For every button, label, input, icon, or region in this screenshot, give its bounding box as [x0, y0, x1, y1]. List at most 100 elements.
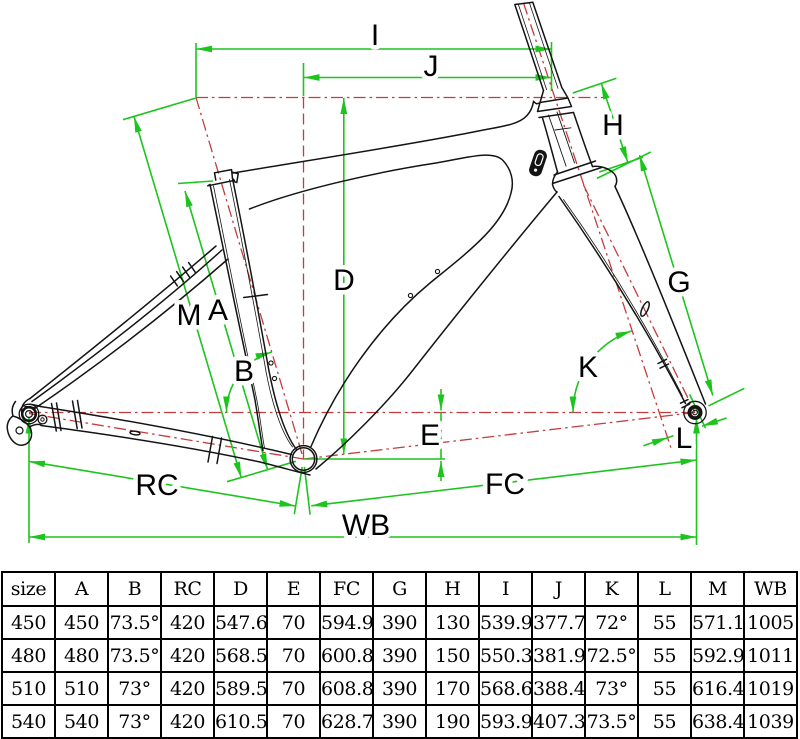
- down-tube-boss-2: [434, 268, 441, 275]
- chainstay-upper-edge: [39, 405, 293, 456]
- chainstay-brake-panel: [50, 399, 83, 432]
- ext-a-top: [177, 180, 214, 185]
- front-axle-ring: [687, 404, 703, 420]
- col-header-g: G: [372, 571, 427, 607]
- dim-label-G: G: [667, 266, 690, 299]
- dim-label-B: B: [234, 355, 254, 388]
- derailleur-hanger: [6, 400, 42, 446]
- table-cell: 170: [425, 671, 480, 706]
- table-cell: 70: [266, 638, 321, 673]
- head-tube-left-edge: [541, 117, 559, 173]
- front-axle-inner: [692, 409, 698, 416]
- seatstay-ticks: [169, 261, 197, 287]
- table-cell: 608.8: [319, 671, 374, 706]
- ext-rc-bb: [293, 466, 303, 515]
- table-cell: 55: [637, 638, 692, 673]
- table-cell: 540: [1, 704, 56, 739]
- seat-collar: [207, 168, 236, 187]
- col-header-m: M: [690, 571, 745, 607]
- dim-label-K: K: [578, 351, 598, 384]
- table-cell: 390: [372, 605, 427, 640]
- table-cell: 55: [637, 605, 692, 640]
- fork-slot: [640, 301, 650, 317]
- cable-port: [529, 149, 547, 177]
- table-cell: 72.5°: [584, 638, 639, 673]
- steerer-in-head-right: [556, 111, 575, 164]
- seat-tube-joint-line: [242, 293, 269, 299]
- top-tube-lower-edge: [248, 154, 514, 448]
- table-cell: 73°: [107, 671, 162, 706]
- table-cell: 388.4: [531, 671, 586, 706]
- rear-dropout-body: [20, 397, 42, 413]
- bb-front-axle-line: [303, 411, 696, 460]
- frame-geometry-diagram: I J H G D A M B K E L RC FC WB: [6, 1, 745, 547]
- bb-shell-outer: [289, 444, 318, 474]
- table-cell: 73°: [584, 671, 639, 706]
- table-cell: 592.9: [690, 638, 745, 673]
- table-cell: 589.5: [213, 671, 268, 706]
- col-header-b: B: [107, 571, 162, 607]
- seatstay-near-upper: [31, 249, 223, 403]
- dimension-labels: I J H G D A M B K E L RC FC WB: [131, 15, 697, 547]
- dim-label-L: L: [676, 422, 693, 455]
- dim-label-FC: FC: [485, 468, 525, 501]
- table-cell: 420: [160, 704, 215, 739]
- table-cell: 390: [372, 638, 427, 673]
- table-cell: 55: [637, 704, 692, 739]
- bb-shell-inner: [291, 447, 316, 471]
- col-header-fc: FC: [319, 571, 374, 607]
- table-cell: 407.3: [531, 704, 586, 739]
- frame-drawing: [6, 1, 707, 476]
- seat-clamp-tab: [231, 171, 240, 184]
- chainstay-lower-edge: [40, 424, 311, 476]
- headset-spacer-lines: [536, 86, 574, 119]
- table-cell: 638.4: [690, 704, 745, 739]
- col-header-wb: WB: [743, 571, 798, 607]
- table-cell: 594.9: [319, 605, 374, 640]
- dimension-lines: [25, 42, 745, 545]
- col-header-l: L: [637, 571, 692, 607]
- fork-trailing-edge: [614, 185, 707, 405]
- table-cell: 381.9: [531, 638, 586, 673]
- table-cell: 540: [54, 704, 109, 739]
- table-cell: 70: [266, 671, 321, 706]
- top-tube-upper-edge: [232, 100, 541, 174]
- table-cell: 390: [372, 704, 427, 739]
- table-cell: 70: [266, 704, 321, 739]
- fork-ticks: [657, 358, 691, 409]
- down-tube-lower-edge: [315, 191, 558, 470]
- table-cell: 1011: [743, 638, 798, 673]
- seat-tube-left-edge: [209, 183, 264, 452]
- dim-label-D: D: [333, 264, 355, 297]
- table-cell: 377.7: [531, 605, 586, 640]
- fork-crown: [551, 160, 618, 193]
- dim-label-A: A: [208, 294, 228, 327]
- down-tube-boss-1: [407, 292, 414, 299]
- steerer-in-head-left: [548, 114, 567, 167]
- seat-tube-inner-left: [213, 185, 265, 449]
- col-header-h: H: [425, 571, 480, 607]
- table-cell: 73.5°: [107, 638, 162, 673]
- table-cell: 73.5°: [107, 605, 162, 640]
- seat-tube-axis: [195, 97, 305, 460]
- table-cell: 190: [425, 704, 480, 739]
- col-header-rc: RC: [160, 571, 215, 607]
- ext-g-bottom: [708, 387, 745, 407]
- hanger-hole: [15, 426, 24, 435]
- ext-fc-bb: [303, 466, 311, 515]
- table-cell: 568.6: [478, 671, 533, 706]
- rear-axle-inner: [25, 410, 34, 419]
- seatstay-near-lower: [34, 258, 229, 409]
- table-cell: 150: [425, 638, 480, 673]
- table-cell: 70: [266, 605, 321, 640]
- table-cell: 1005: [743, 605, 798, 640]
- rear-pivot-bolt: [37, 414, 48, 425]
- head-tube-right-edge: [572, 111, 594, 168]
- dim-k-arc: [569, 330, 632, 413]
